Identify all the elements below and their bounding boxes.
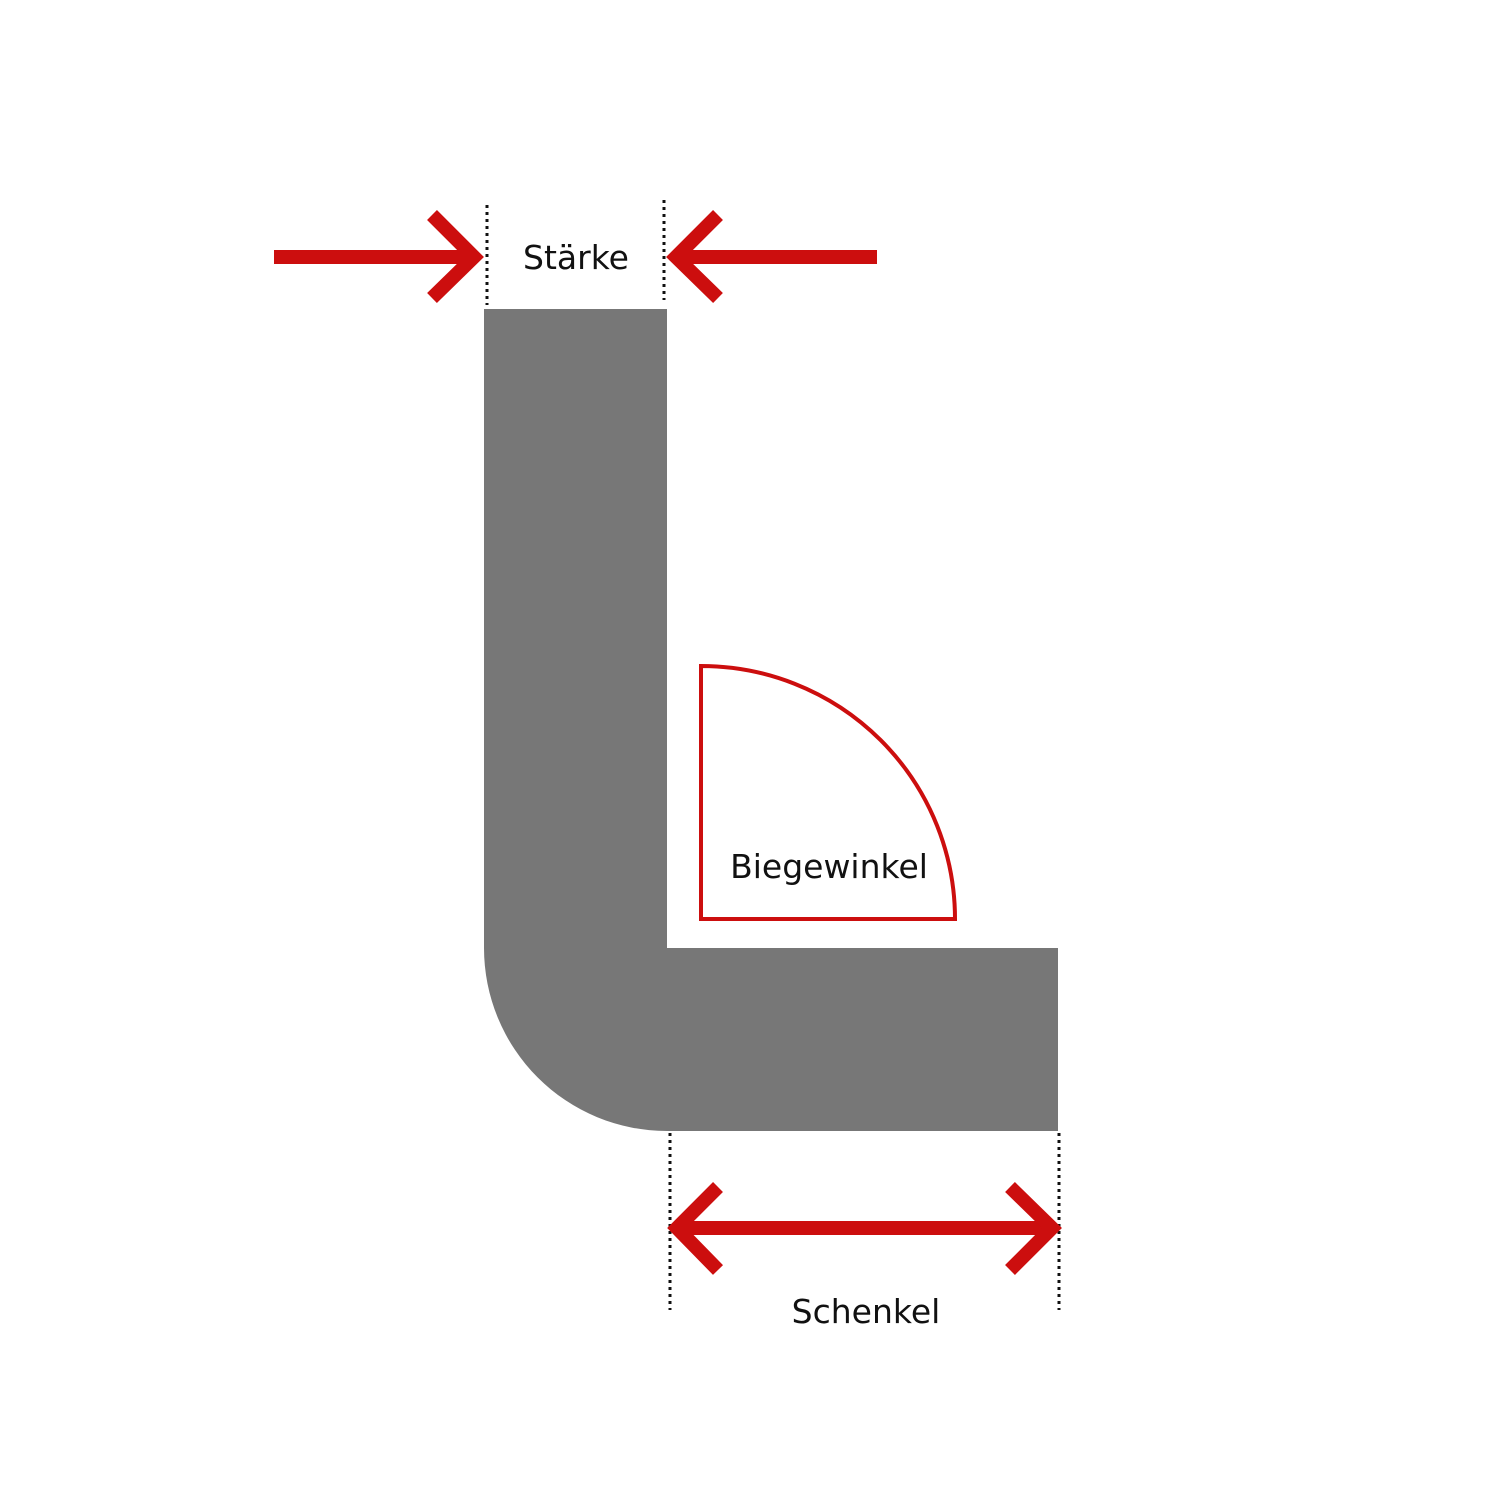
arrow-right-icon <box>274 210 484 304</box>
arrow-left-icon <box>666 210 877 304</box>
bend-angle-label: Biegewinkel <box>730 847 928 886</box>
leg-label: Schenkel <box>792 1292 941 1331</box>
bend-angle-quarter-circle <box>699 663 958 921</box>
dimension-guides <box>485 200 1061 1310</box>
l-profile-shape <box>484 309 1058 1131</box>
thickness-label: Stärke <box>523 238 629 277</box>
double-arrow-icon <box>667 1181 1062 1275</box>
